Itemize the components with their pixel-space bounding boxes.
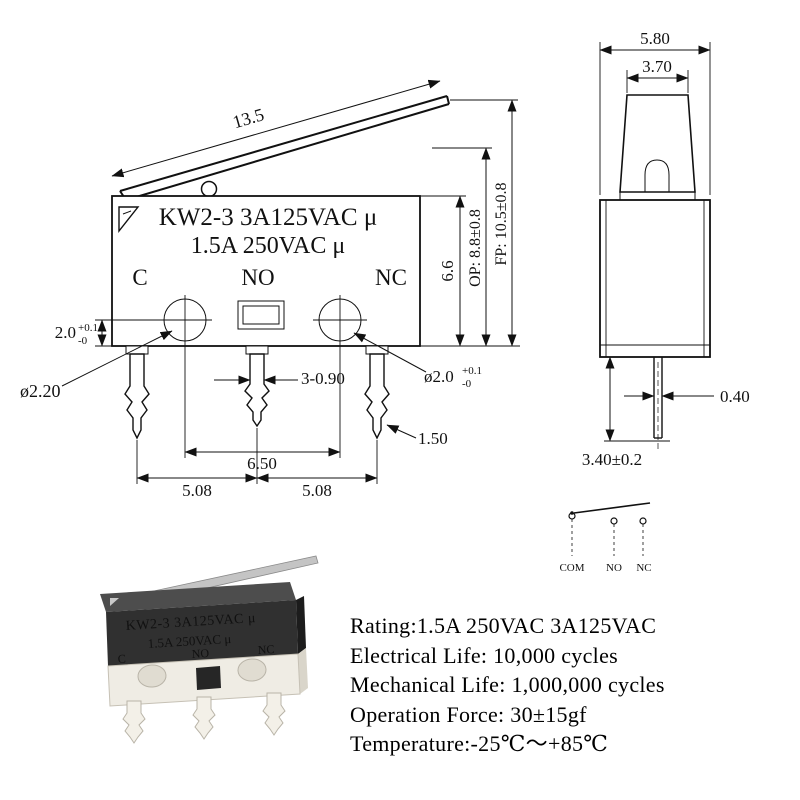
terminal-label-no: NO [241, 265, 274, 290]
photo-terminal-no: NO [191, 646, 209, 661]
photo-terminal-c: C [117, 652, 126, 666]
circuit-label-no: NO [606, 562, 622, 574]
lever [119, 95, 450, 201]
dim-hole-left-dia: ø2.20 [20, 330, 173, 401]
dim-label-dia-2-0: ø2.0 [424, 367, 454, 386]
mold-mark [118, 206, 140, 234]
dim-label-dia-2-0-tol-minus: -0 [462, 378, 472, 390]
dim-width: 5.80 [599, 29, 711, 195]
dim-pin-length: 3.40±0.2 [582, 356, 670, 469]
dim-pin-thickness: 0.40 [624, 387, 750, 406]
dim-label-2-0-tol-plus: +0.1 [78, 322, 98, 334]
dim-hole-right-dia: ø2.0 +0.1 -0 [353, 332, 482, 390]
pin-right [364, 353, 390, 440]
dim-label-fp: FP: 10.5±0.8 [493, 182, 510, 265]
dim-label-3-40: 3.40±0.2 [582, 450, 642, 469]
dim-label-3-0-90: 3-0.90 [301, 369, 345, 388]
dim-label-1-50: 1.50 [418, 429, 448, 448]
body-label-line1: KW2-3 3A125VAC μ [159, 204, 378, 231]
dim-label-5-08-right: 5.08 [302, 481, 332, 500]
dim-pin-pitch: 5.08 5.08 [136, 428, 378, 500]
dim-label-op: OP: 8.8±0.8 [467, 209, 484, 287]
circuit-label-com: COM [559, 562, 584, 574]
dim-label-6-6: 6.6 [438, 260, 457, 281]
terminal-label-nc: NC [375, 265, 407, 290]
dim-label-2-0: 2.0 [55, 323, 76, 342]
spec-rating: Rating:1.5A 250VAC 3A125VAC [350, 613, 657, 638]
dim-pin-width: 3-0.90 [214, 369, 345, 388]
photo-pins [122, 692, 286, 744]
dim-label-0-40: 0.40 [720, 387, 750, 406]
dim-label-dia-2-0-tol-plus: +0.1 [462, 365, 482, 377]
dim-pin-tip: 1.50 [386, 424, 448, 448]
switch-body [95, 195, 421, 355]
front-pin [653, 357, 663, 450]
photo-mold-mark [110, 598, 119, 606]
front-view: 5.80 3.70 0.40 3.40±0.2 [582, 29, 750, 469]
photo-body-side [296, 596, 306, 654]
photo-label-line2: 1.5A 250VAC μ [147, 631, 231, 651]
lever-hinge [200, 180, 218, 198]
dim-label-6-50: 6.50 [247, 454, 277, 473]
photo-body-top [100, 582, 296, 612]
dim-label-3-70: 3.70 [642, 57, 672, 76]
contact-window [237, 300, 285, 330]
product-photo: KW2-3 3A125VAC μ 1.5A 250VAC μ C NO NC [100, 555, 319, 744]
pin-left [124, 353, 150, 440]
spec-electrical-life: Electrical Life: 10,000 cycles [350, 642, 618, 668]
dim-label-5-80: 5.80 [640, 29, 670, 48]
spec-list: Rating:1.5A 250VAC 3A125VAC Electrical L… [350, 611, 665, 759]
spec-operation-force: Operation Force: 30±15gf [350, 701, 587, 727]
terminal-label-c: C [132, 265, 147, 290]
front-body [599, 199, 711, 358]
pin-middle [244, 353, 270, 428]
dim-lever-length: 13.5 [111, 79, 441, 178]
dim-heights: 6.6 OP: 8.8±0.8 FP: 10.5±0.8 [420, 99, 520, 347]
circuit-symbol: COM NO NC [559, 502, 652, 574]
mounting-hole-right [313, 295, 367, 345]
button [619, 94, 696, 200]
dim-label-2-0-tol-minus: -0 [78, 335, 88, 347]
plunger-dome [644, 159, 670, 193]
body-label-line2: 1.5A 250VAC μ [191, 233, 345, 259]
photo-hole-left [137, 664, 167, 688]
spec-temperature: Temperature:-25℃～+85℃ [350, 731, 609, 756]
dim-hole-pitch: 6.50 [184, 345, 341, 473]
dim-hole-offset: 2.0 +0.1 -0 [55, 319, 112, 347]
circuit-label-nc: NC [636, 562, 651, 574]
circuit-nc-contact [639, 517, 647, 525]
photo-body-front [106, 600, 298, 666]
side-view: 13.5 [20, 79, 520, 500]
dim-label-dia-2-20: ø2.20 [20, 381, 61, 401]
spec-mechanical-life: Mechanical Life: 1,000,000 cycles [350, 672, 665, 697]
dim-label-5-08-left: 5.08 [182, 481, 212, 500]
photo-center-slot [196, 666, 221, 690]
circuit-lever [573, 502, 651, 514]
dim-button-width: 3.70 [626, 57, 689, 93]
photo-terminal-nc: NC [257, 642, 274, 657]
pins [124, 353, 390, 440]
photo-base-side [298, 648, 308, 694]
dim-label-13-5: 13.5 [230, 104, 266, 132]
photo-hole-right [237, 658, 267, 682]
circuit-no-contact [610, 517, 618, 525]
mounting-hole-left [95, 295, 212, 345]
